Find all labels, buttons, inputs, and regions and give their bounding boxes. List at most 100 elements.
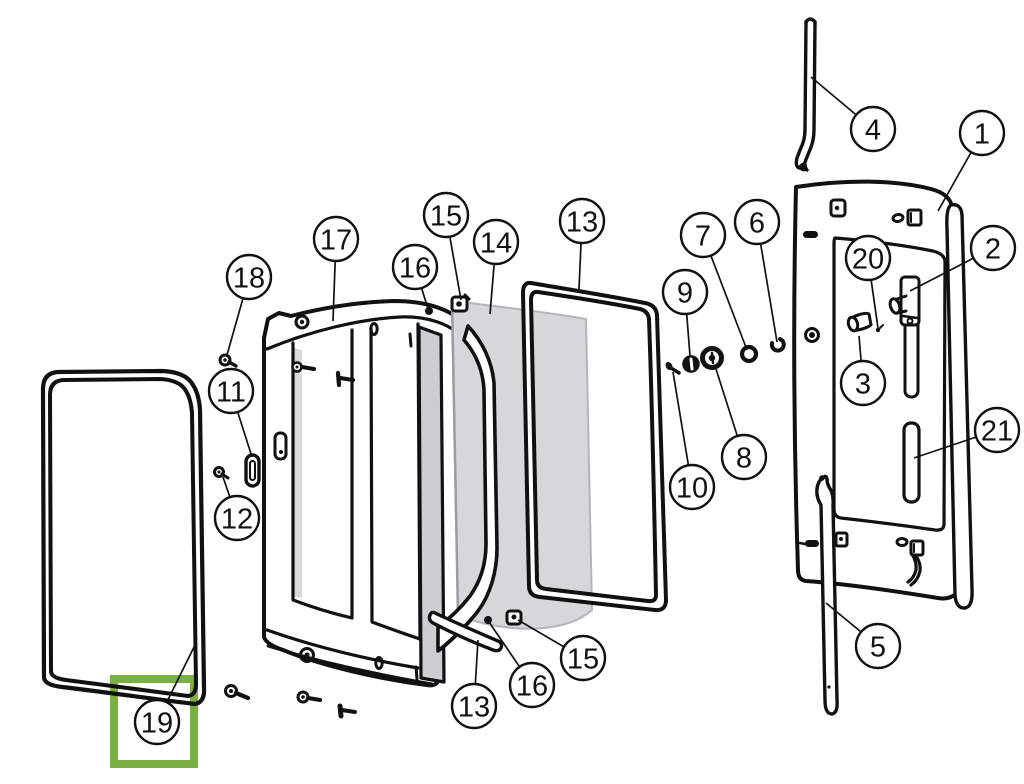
callout-bubble[interactable] bbox=[422, 191, 470, 239]
callout-bubble[interactable] bbox=[839, 359, 887, 407]
callout-bubble[interactable] bbox=[733, 198, 781, 246]
frame-oval-hole-bottom bbox=[374, 656, 384, 670]
screw-12 bbox=[213, 466, 230, 480]
rod-body bbox=[815, 474, 839, 716]
callout-13[interactable]: 13 bbox=[558, 197, 606, 290]
callout-1[interactable]: 1 bbox=[937, 109, 1006, 212]
rod-hole bbox=[827, 685, 831, 689]
callout-15[interactable]: 15 bbox=[422, 191, 470, 301]
callout-label: 11 bbox=[216, 376, 246, 408]
frame-edge-keeper bbox=[273, 431, 288, 461]
pin-20 bbox=[875, 324, 884, 333]
lock-cylinder-8 bbox=[700, 346, 724, 370]
rod-tip-ball bbox=[819, 475, 825, 481]
callout-label: 13 bbox=[566, 206, 598, 238]
callout-label: 1 bbox=[974, 118, 990, 150]
callout-label: 18 bbox=[233, 262, 265, 294]
callout-label: 21 bbox=[981, 415, 1013, 447]
panel-oval-bottom bbox=[895, 537, 909, 547]
cylinder-key-slot bbox=[710, 351, 715, 365]
callout-10[interactable]: 10 bbox=[668, 371, 716, 511]
callout-bubble[interactable] bbox=[844, 234, 892, 282]
callout-17[interactable]: 17 bbox=[312, 215, 360, 322]
callout-12[interactable]: 12 bbox=[213, 476, 261, 542]
frame-edge-keeper-dot bbox=[279, 450, 283, 454]
callout-bubble[interactable] bbox=[973, 406, 1021, 454]
callout-label: 7 bbox=[695, 220, 711, 252]
callout-5[interactable]: 5 bbox=[825, 602, 902, 670]
callout-bubble[interactable] bbox=[207, 367, 255, 415]
glass-clip-bottom bbox=[505, 609, 523, 626]
glass-left-edge bbox=[450, 300, 460, 617]
callout-label: 15 bbox=[567, 643, 599, 675]
callout-label: 5 bbox=[870, 631, 886, 663]
callout-15[interactable]: 15 bbox=[517, 619, 607, 682]
screw-18 bbox=[218, 353, 238, 368]
screw-dot bbox=[301, 695, 305, 699]
callout-bubble[interactable] bbox=[472, 218, 520, 266]
window-opening-glass-sliver bbox=[293, 348, 302, 598]
callout-bubble[interactable] bbox=[559, 634, 607, 682]
screw-dot bbox=[217, 470, 221, 474]
callout-21[interactable]: 21 bbox=[913, 406, 1021, 459]
panel-wrap-edge bbox=[945, 203, 974, 610]
callout-2[interactable]: 2 bbox=[909, 224, 1017, 292]
callout-bubble[interactable] bbox=[312, 215, 360, 263]
callout-bubble[interactable] bbox=[508, 661, 556, 709]
callout-bubble[interactable] bbox=[661, 268, 709, 316]
callout-20[interactable]: 20 bbox=[844, 234, 892, 329]
callout-bubble[interactable] bbox=[391, 243, 439, 291]
callout-4[interactable]: 4 bbox=[810, 76, 897, 153]
latch-plate-hole bbox=[906, 317, 914, 325]
callout-label: 9 bbox=[677, 277, 693, 309]
callout-bubble[interactable] bbox=[668, 463, 716, 511]
callout-label: 10 bbox=[676, 472, 708, 504]
callout-bubble[interactable] bbox=[213, 494, 261, 542]
callout-bubble[interactable] bbox=[133, 698, 181, 746]
clip-tab bbox=[463, 293, 471, 301]
callout-7[interactable]: 7 bbox=[679, 211, 748, 351]
glass-pin-bottom bbox=[484, 616, 492, 624]
callout-bubble[interactable] bbox=[854, 622, 902, 670]
callout-6[interactable]: 6 bbox=[733, 198, 781, 343]
callout-9[interactable]: 9 bbox=[661, 268, 709, 357]
bushing-face bbox=[846, 315, 860, 333]
frame-oval-hole-top bbox=[369, 322, 379, 336]
frame-screw-hole-top-center bbox=[299, 319, 305, 325]
callout-bubble[interactable] bbox=[720, 433, 768, 481]
strip-foot bbox=[798, 162, 808, 172]
callout-16[interactable]: 16 bbox=[488, 621, 556, 709]
callout-bubble[interactable] bbox=[558, 197, 606, 245]
callout-label: 6 bbox=[749, 207, 765, 239]
panel-oval-top bbox=[891, 212, 905, 224]
callout-label: 8 bbox=[736, 442, 752, 474]
callout-bubble[interactable] bbox=[679, 211, 727, 259]
screw-shaft bbox=[340, 708, 357, 714]
screw-shaft bbox=[233, 690, 251, 701]
callout-3[interactable]: 3 bbox=[839, 335, 887, 407]
pin-head bbox=[875, 327, 881, 333]
frame-screw-a-shaft bbox=[300, 365, 316, 371]
callout-18[interactable]: 18 bbox=[225, 253, 273, 356]
callout-label: 12 bbox=[221, 503, 253, 535]
screw-tip bbox=[227, 360, 238, 368]
callout-13[interactable]: 13 bbox=[450, 639, 498, 730]
callout-bubble[interactable] bbox=[450, 682, 498, 730]
strip-top-cap bbox=[804, 17, 817, 24]
lock-cylinder-body bbox=[895, 294, 908, 315]
callout-label: 15 bbox=[430, 200, 462, 232]
callout-16[interactable]: 16 bbox=[391, 243, 439, 313]
callout-8[interactable]: 8 bbox=[715, 368, 768, 481]
callout-bubble[interactable] bbox=[958, 109, 1006, 157]
callout-bubble[interactable] bbox=[849, 105, 897, 153]
callout-19[interactable]: 19 bbox=[133, 644, 196, 746]
screw-10 bbox=[665, 362, 681, 375]
callout-bubble[interactable] bbox=[225, 253, 273, 301]
callout-11[interactable]: 11 bbox=[207, 367, 255, 458]
callout-bubble[interactable] bbox=[969, 224, 1017, 272]
clip-hole bbox=[456, 301, 462, 307]
callout-14[interactable]: 14 bbox=[472, 218, 520, 315]
lower-rod bbox=[815, 474, 839, 716]
window-trim-frame bbox=[521, 280, 668, 613]
